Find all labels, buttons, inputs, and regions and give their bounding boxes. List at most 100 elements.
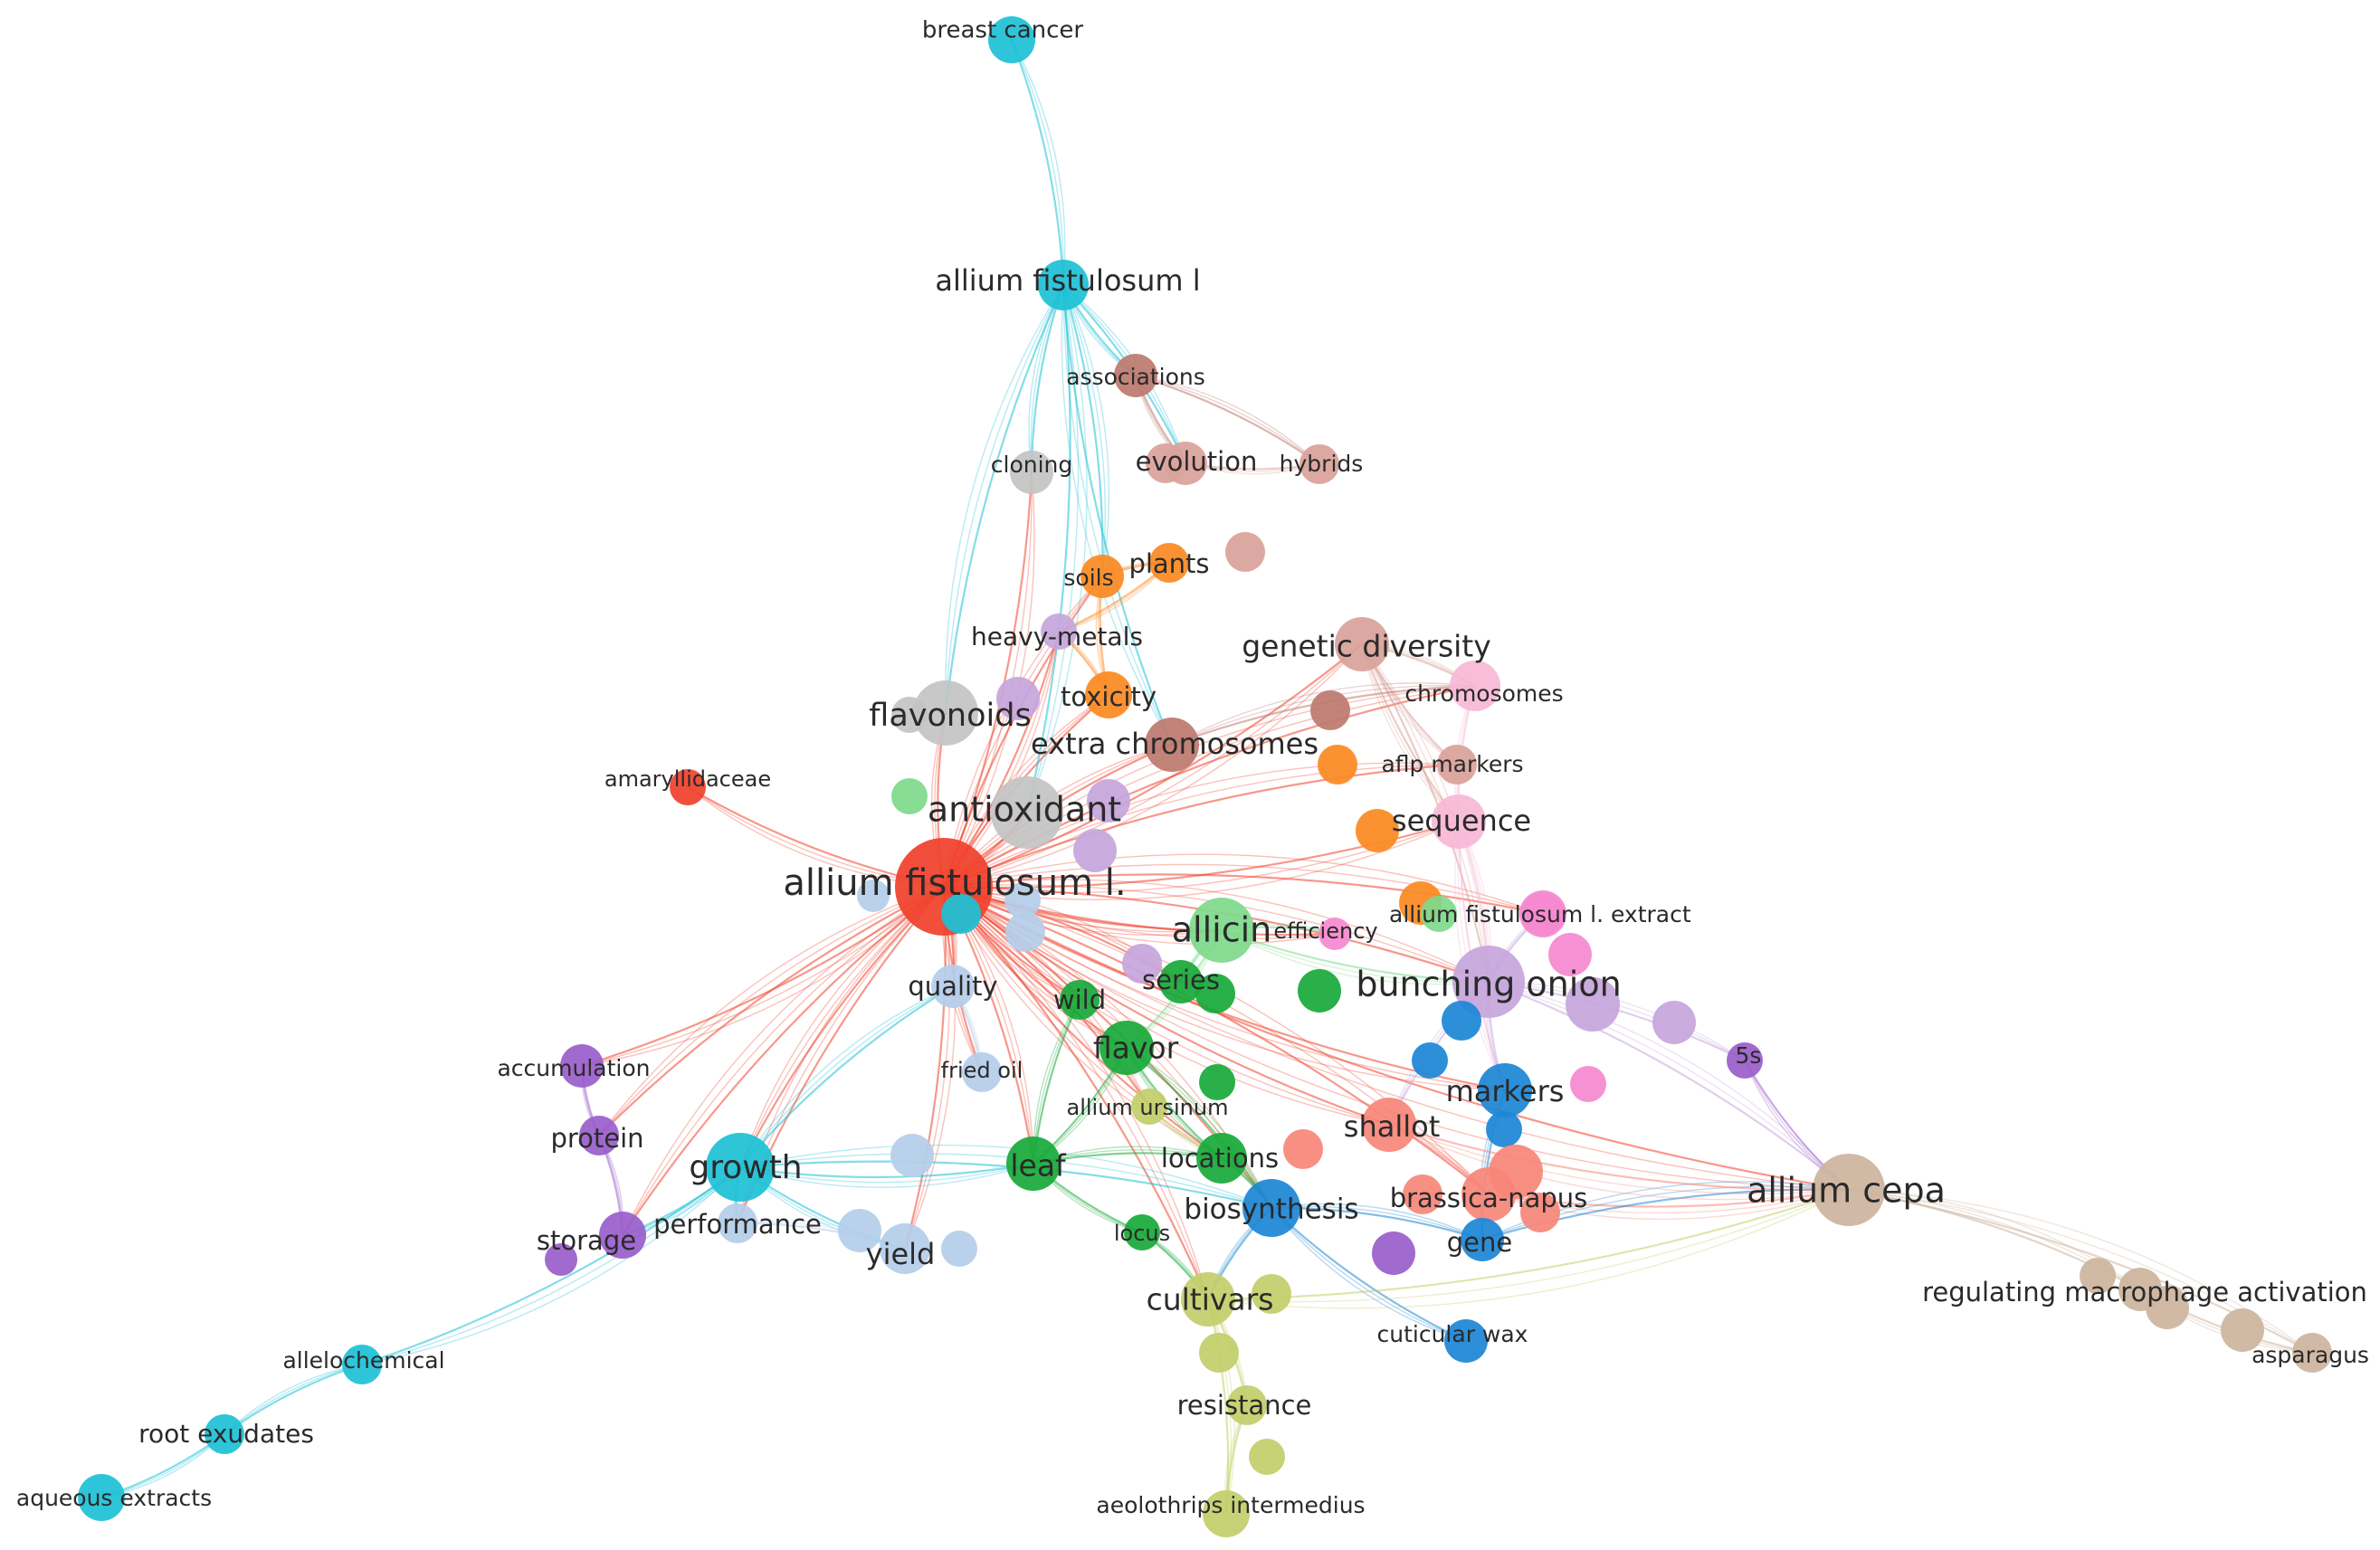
node-u2[interactable] (1146, 443, 1185, 483)
node-hybrids[interactable] (1299, 444, 1339, 484)
label-wild: wild (1053, 984, 1106, 1015)
node-u36[interactable] (2146, 1286, 2189, 1329)
node-u29[interactable] (890, 1134, 934, 1177)
node-u14[interactable] (1195, 974, 1235, 1013)
node-cultivars[interactable] (1181, 1272, 1235, 1327)
label-root-exudates: root exudates (138, 1419, 314, 1449)
node-heavy-metals[interactable] (1041, 613, 1077, 650)
node-u38[interactable] (891, 697, 928, 733)
node-markers[interactable] (1478, 1063, 1532, 1117)
node-cuticular-wax[interactable] (1444, 1319, 1488, 1363)
node-cloning[interactable] (1010, 451, 1053, 494)
node-u31[interactable] (1372, 1231, 1415, 1275)
node-u28[interactable] (941, 1231, 977, 1267)
node-u8[interactable] (996, 677, 1040, 720)
node-u24[interactable] (1283, 1129, 1323, 1169)
node-quality[interactable] (931, 965, 975, 1008)
node-biosynthesis[interactable] (1242, 1179, 1300, 1237)
node-allium-fistulosum-l[interactable] (1038, 260, 1089, 310)
node-u6[interactable] (1356, 809, 1399, 852)
node-aqueous-extracts[interactable] (78, 1474, 125, 1521)
node-leaf[interactable] (1006, 1136, 1061, 1191)
node-u19[interactable] (1566, 977, 1620, 1032)
node-u5[interactable] (1318, 745, 1357, 785)
node-storage[interactable] (599, 1212, 646, 1259)
node-amaryllidaceae[interactable] (670, 769, 706, 805)
node-u37[interactable] (2221, 1308, 2264, 1352)
node-flavor[interactable] (1100, 1021, 1154, 1075)
node-u13[interactable] (1298, 969, 1341, 1013)
label-antioxidant: antioxidant (928, 790, 1121, 830)
node-yield[interactable] (880, 1223, 930, 1274)
node-flavonoids[interactable] (913, 680, 978, 746)
node-antioxidant[interactable] (991, 776, 1063, 849)
node-allicin[interactable] (1189, 898, 1254, 963)
node-growth[interactable] (706, 1133, 775, 1202)
node-genetic-diversity[interactable] (1335, 617, 1389, 671)
node-sequence[interactable] (1432, 794, 1486, 849)
node-u22[interactable] (1412, 1042, 1448, 1079)
edge-allium-fistulosum-l-dot-allium-cepa (943, 886, 1850, 1191)
node-shallot[interactable] (1362, 1098, 1416, 1152)
node-u9[interactable] (1087, 779, 1130, 823)
node-u33[interactable] (1199, 1333, 1239, 1373)
node-performance[interactable] (718, 1203, 757, 1243)
label-layer: allium fistulosum l.amaryllidaceaebreast… (16, 17, 2369, 1519)
node-fried-oil[interactable] (962, 1052, 1002, 1092)
node-u20[interactable] (1652, 1001, 1696, 1044)
node-resistance[interactable] (1227, 1385, 1267, 1425)
node-u26[interactable] (1520, 1193, 1560, 1232)
node-u23[interactable] (1486, 1111, 1522, 1147)
node-chromosomes[interactable] (1450, 661, 1500, 711)
node-bunching-onion[interactable] (1452, 946, 1525, 1018)
node-u15[interactable] (1199, 1064, 1235, 1100)
node-u17[interactable] (1548, 933, 1592, 976)
node-u16[interactable] (1519, 890, 1566, 937)
node-u18[interactable] (1570, 1066, 1606, 1102)
node-5s[interactable] (1727, 1042, 1763, 1079)
node-locations[interactable] (1196, 1133, 1247, 1184)
node-u27[interactable] (838, 1209, 881, 1252)
node-allium-ursinum[interactable] (1131, 1089, 1167, 1125)
node-root-exudates[interactable] (205, 1414, 244, 1454)
node-u35[interactable] (2080, 1258, 2116, 1294)
node-u41[interactable] (941, 894, 981, 934)
node-extra-chromosomes[interactable] (1145, 718, 1199, 772)
node-allium-cepa[interactable] (1813, 1154, 1885, 1226)
node-aeolothrips-intermedius[interactable] (1203, 1490, 1250, 1537)
node-asparagus[interactable] (2292, 1333, 2332, 1373)
node-breast-cancer[interactable] (988, 16, 1035, 63)
node-allelochemical[interactable] (342, 1345, 382, 1384)
node-toxicity[interactable] (1085, 671, 1132, 718)
node-u34[interactable] (1249, 1439, 1285, 1475)
node-plants[interactable] (1149, 543, 1189, 583)
node-soils[interactable] (1081, 555, 1124, 598)
node-u42[interactable] (1421, 896, 1457, 932)
node-associations[interactable] (1114, 354, 1157, 397)
edge-allium-fistulosum-l-dot-bunching-onion (943, 879, 1490, 983)
node-u4[interactable] (891, 778, 928, 814)
node-u39[interactable] (1073, 829, 1117, 872)
node-u40[interactable] (857, 880, 890, 912)
node-u43[interactable] (1403, 1174, 1442, 1214)
edge-growth-allelochemical (361, 1166, 741, 1365)
node-u12[interactable] (1004, 882, 1041, 918)
label-bunching-onion: bunching onion (1356, 965, 1621, 1004)
node-series[interactable] (1159, 960, 1203, 1003)
node-u25[interactable] (1489, 1145, 1543, 1199)
node-u11[interactable] (1005, 912, 1045, 952)
node-protein[interactable] (579, 1116, 619, 1155)
node-aflp-markers[interactable] (1437, 745, 1477, 785)
node-u10[interactable] (1122, 944, 1162, 984)
node-locus[interactable] (1124, 1214, 1160, 1250)
node-efficiency[interactable] (1319, 918, 1351, 950)
node-u21[interactable] (1442, 1001, 1481, 1041)
node-u32[interactable] (1252, 1274, 1291, 1314)
node-gene[interactable] (1461, 1218, 1504, 1261)
node-u1[interactable] (1225, 532, 1265, 572)
node-u30[interactable] (545, 1243, 577, 1276)
node-wild[interactable] (1060, 980, 1100, 1020)
node-u3[interactable] (1310, 690, 1350, 730)
label-sequence: sequence (1392, 804, 1531, 838)
node-accumulation[interactable] (560, 1044, 604, 1088)
